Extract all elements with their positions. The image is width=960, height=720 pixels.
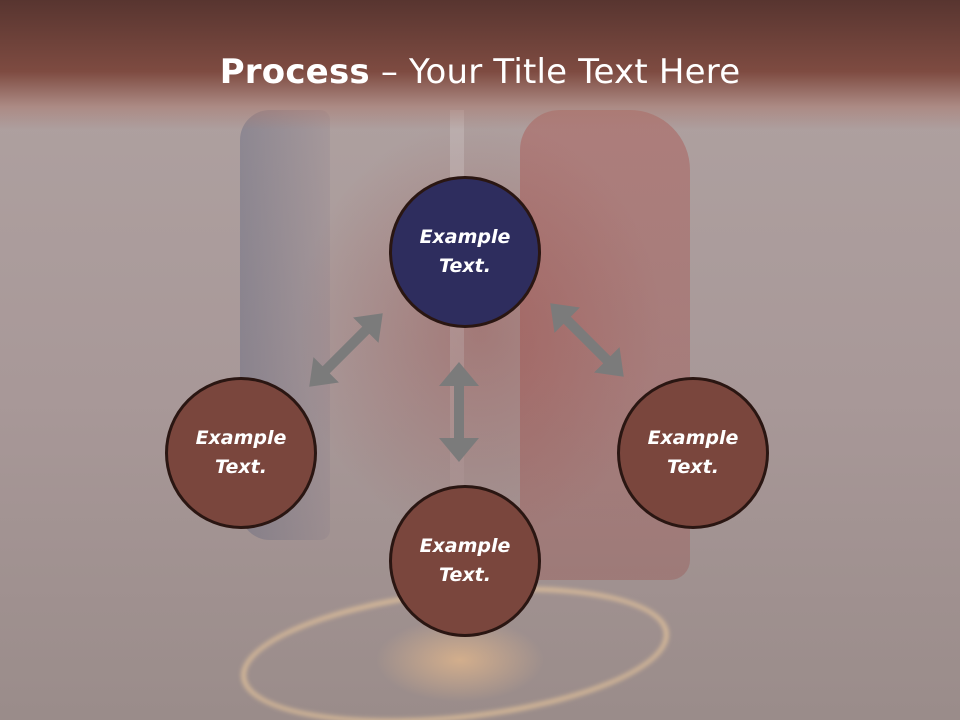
- process-node-top-label: Example Text.: [419, 226, 511, 277]
- slide-title-rest: – Your Title Text Here: [369, 52, 741, 92]
- process-node-bottom[interactable]: Example Text.: [389, 485, 541, 637]
- process-node-left[interactable]: Example Text.: [165, 377, 317, 529]
- slide-title-bold: Process: [219, 52, 370, 92]
- process-node-right-label: Example Text.: [647, 427, 739, 478]
- title-bar: [0, 0, 960, 130]
- process-node-bottom-label: Example Text.: [419, 535, 511, 586]
- slide-title[interactable]: Process – Your Title Text Here: [0, 52, 960, 92]
- process-node-top[interactable]: Example Text.: [389, 176, 541, 328]
- process-node-left-label: Example Text.: [195, 427, 287, 478]
- process-node-right[interactable]: Example Text.: [617, 377, 769, 529]
